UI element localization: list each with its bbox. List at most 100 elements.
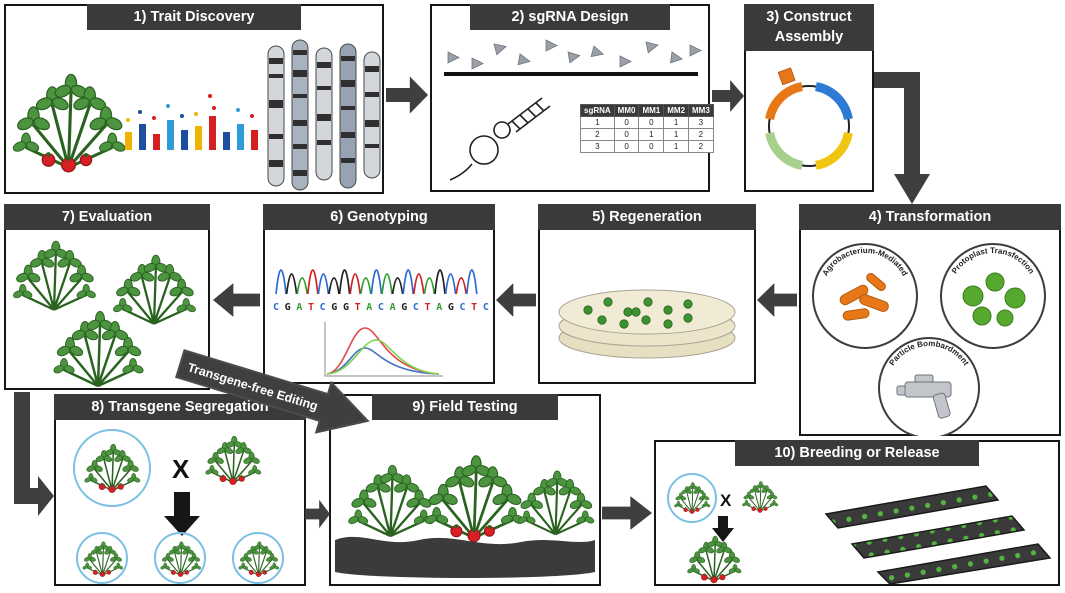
- plasmid-marker: [777, 67, 796, 86]
- sequence-base: C: [319, 302, 326, 313]
- sequence-base: G: [331, 302, 338, 313]
- breeding-release-art: X: [667, 473, 1052, 584]
- sequence-base: G: [342, 302, 349, 313]
- sequence-base: A: [389, 302, 396, 313]
- arrow-step5-to-step6: [496, 283, 536, 317]
- step-1-panel: 1) Trait Discovery: [4, 4, 384, 194]
- step-10-header: 10) Breeding or Release: [735, 440, 979, 466]
- sgrna-hit-triangles: [447, 39, 702, 70]
- table-header-cell: MM3: [688, 104, 714, 117]
- plant-icon: [238, 542, 279, 577]
- field-testing-art: [335, 422, 599, 578]
- down-arrow-icon: [712, 516, 734, 542]
- plasmid-icon: [765, 67, 853, 170]
- sanger-chromatogram: [275, 269, 478, 295]
- petri-dish-icon: [558, 289, 736, 359]
- table-header-cell: MM0: [613, 104, 640, 117]
- field-rows-icon: [824, 485, 1052, 584]
- sgrna-design-art: [444, 39, 702, 181]
- sequence-base: G: [284, 302, 291, 313]
- selected-plant-circle: [76, 532, 128, 584]
- step-10-panel: 10) Breeding or Release X: [654, 440, 1060, 586]
- sequence-base: C: [377, 302, 384, 313]
- sequence-base: A: [436, 302, 443, 313]
- step-7-panel: 7) Evaluation: [4, 204, 210, 390]
- arrow-step3-to-step4: [874, 72, 930, 204]
- step-3-header: 3) Construct Assembly: [744, 4, 874, 51]
- sgrna-hairpin-icon: [449, 97, 551, 181]
- plant-icon: [424, 456, 525, 542]
- selected-plant-circle: [667, 473, 717, 523]
- selected-plant-circle: [232, 532, 284, 584]
- cross-symbol: X: [172, 454, 190, 484]
- plant-icon: [53, 312, 145, 387]
- transgene-free-arrow: Transgene-free Editing: [175, 349, 370, 434]
- sequence-base: T: [354, 302, 361, 313]
- step-4-header: 4) Transformation: [799, 204, 1061, 230]
- plant-icon: [517, 471, 595, 534]
- step-2-header: 2) sgRNA Design: [470, 4, 670, 30]
- arrow-step7-to-step8: [14, 392, 54, 516]
- plant-icon: [742, 481, 779, 512]
- sequence-base: G: [401, 302, 408, 313]
- plant-icon: [160, 542, 201, 577]
- sequence-base: T: [471, 302, 478, 313]
- sequence-base: G: [447, 302, 454, 313]
- step-5-header: 5) Regeneration: [538, 204, 756, 230]
- melt-curve-plot: [324, 322, 443, 377]
- selected-plant-circle: [154, 532, 206, 584]
- arrow-step6-to-step7: [213, 283, 260, 317]
- evaluation-plants-art: [6, 232, 208, 388]
- step-7-header: 7) Evaluation: [4, 204, 210, 230]
- arrow-step4-to-step5: [757, 283, 797, 317]
- step-6-header: 6) Genotyping: [263, 204, 495, 230]
- sequence-base: A: [296, 302, 303, 313]
- step-2-panel: 2) sgRNA Design: [430, 4, 714, 192]
- transformation-art: Agrobacterium-Mediated Protoplast Transf…: [812, 243, 1046, 436]
- chromatogram-peaks: [275, 269, 478, 295]
- plant-icon: [205, 436, 262, 484]
- strawberry-plant-icon: [687, 536, 742, 583]
- step-9-panel: 9) Field Testing: [329, 394, 601, 586]
- table-header-cell: sgRNA: [580, 104, 615, 117]
- genome-track-line: [444, 72, 698, 76]
- down-arrow-icon: [164, 492, 200, 536]
- chromosome-ideograms-icon: [267, 39, 381, 191]
- bacteria-rods-icon: [839, 273, 889, 321]
- step-9-header: 9) Field Testing: [372, 394, 558, 420]
- table-header-cell: MM2: [663, 104, 690, 117]
- arrow-step9-to-step10: [602, 496, 652, 530]
- soil-bed: [335, 536, 595, 578]
- arrow-step2-to-step3: [712, 80, 744, 112]
- plant-icon: [347, 465, 434, 536]
- plant-icon: [84, 444, 141, 492]
- cross-symbol: X: [720, 491, 732, 510]
- strawberry-plant-icon: [12, 74, 127, 172]
- step-5-panel: 5) Regeneration: [538, 204, 756, 384]
- step-1-header: 1) Trait Discovery: [87, 4, 301, 30]
- step-8-panel: 8) Transgene Segregation X: [54, 394, 306, 586]
- plant-icon: [82, 542, 123, 577]
- sequence-base: T: [424, 302, 431, 313]
- protoplast-circle: [940, 243, 1046, 349]
- trait-discovery-art: [6, 39, 381, 191]
- manhattan-plot-icon: [125, 94, 258, 150]
- gene-gun-icon: [896, 374, 952, 419]
- plant-icon: [112, 255, 196, 324]
- segregation-art: X: [73, 429, 284, 584]
- sequence-base: C: [459, 302, 466, 313]
- selected-plant-circle: [73, 429, 151, 507]
- sequence-base: C: [412, 302, 419, 313]
- protoplast-cells-icon: [962, 272, 1026, 327]
- plant-icon: [12, 241, 96, 310]
- step-3-panel: 3) Construct Assembly: [744, 4, 874, 192]
- sequence-base: T: [307, 302, 314, 313]
- sequence-base: C: [482, 302, 489, 313]
- plant-icon: [674, 482, 711, 513]
